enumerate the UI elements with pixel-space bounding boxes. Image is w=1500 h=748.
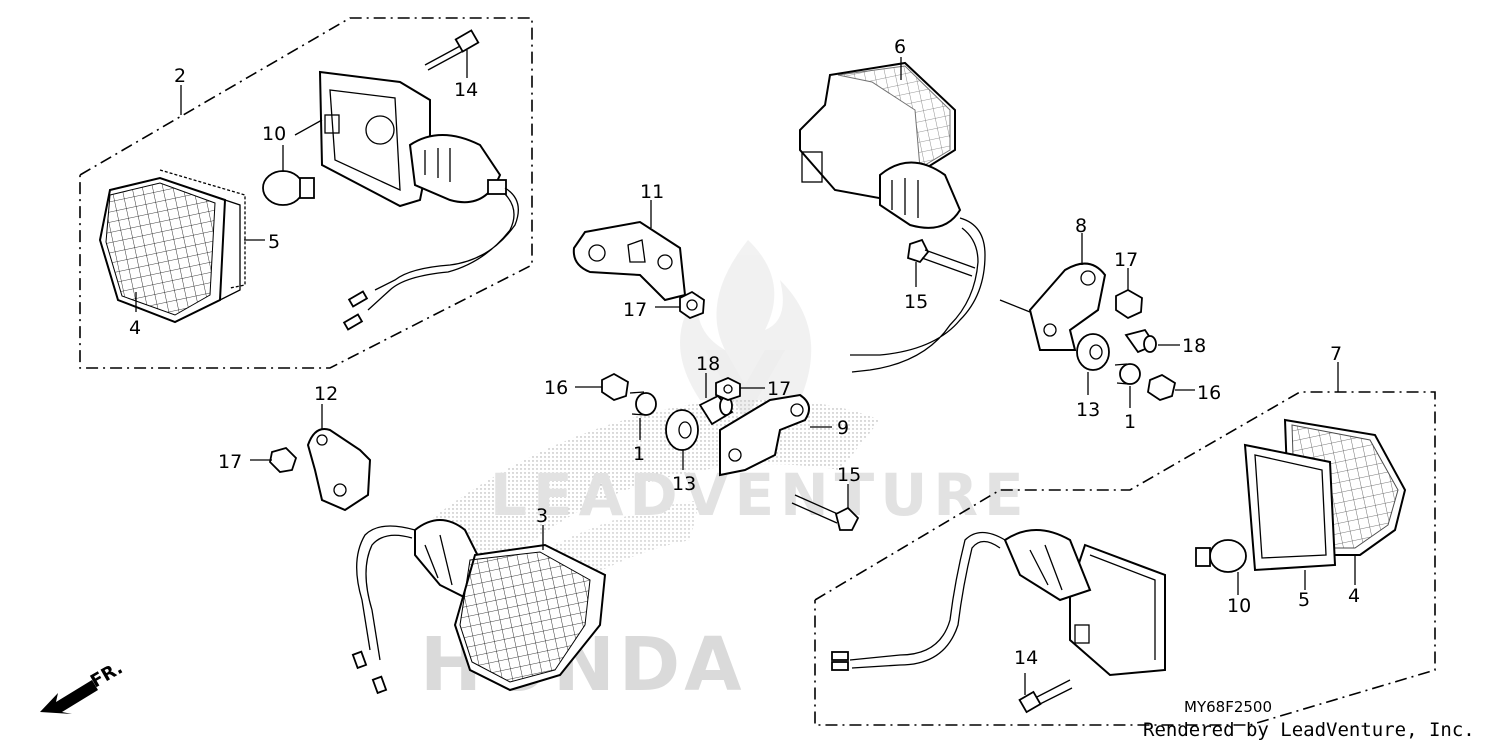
collar-18-a[interactable] <box>698 394 734 426</box>
callout-13-a: 13 <box>672 473 696 495</box>
callout-2: 2 <box>174 65 186 87</box>
callout-13-b: 13 <box>1076 399 1100 421</box>
nut-16-b[interactable] <box>1147 373 1177 401</box>
gasket-lower-right[interactable] <box>1243 443 1337 572</box>
lens-assembly-upper-left[interactable] <box>98 176 241 324</box>
callout-17-e: 17 <box>600 299 624 321</box>
collar-1-b[interactable] <box>1114 363 1141 385</box>
bracket-8[interactable] <box>999 262 1107 351</box>
screw-lower-right[interactable] <box>1018 679 1073 714</box>
callout-labels: 2 14 10 5 4 11 17 6 8 17 15 18 13 1 16 7… <box>129 36 1360 669</box>
nut-16-a[interactable] <box>601 372 629 401</box>
collar-18-b[interactable] <box>1124 328 1157 354</box>
callout-4-a: 4 <box>129 317 141 339</box>
housing-upper-left[interactable] <box>318 70 519 331</box>
callout-5-a: 5 <box>268 231 280 253</box>
gasket-upper-left <box>159 169 246 289</box>
bolt-15-upper[interactable] <box>907 238 976 277</box>
callout-10-b: 10 <box>1227 595 1251 617</box>
housing-lower-left[interactable] <box>351 519 607 695</box>
callout-11: 11 <box>640 181 664 203</box>
callout-18-b: 18 <box>1182 335 1206 357</box>
group-outline-2 <box>79 17 533 369</box>
callout-17-d: 17 <box>218 451 242 473</box>
callout-5-b: 5 <box>1298 589 1310 611</box>
callout-15-b: 15 <box>837 464 861 486</box>
bracket-11[interactable] <box>572 220 687 302</box>
callout-4-b: 4 <box>1348 585 1360 607</box>
group-outline-7 <box>814 391 1436 726</box>
callout-8: 8 <box>1075 215 1087 237</box>
front-arrow-icon: FR. <box>40 657 126 714</box>
callout-15-a: 15 <box>904 291 928 313</box>
callout-10-a: 10 <box>262 123 286 145</box>
callout-16-b: 16 <box>1197 382 1221 404</box>
bracket-12[interactable] <box>306 428 372 512</box>
nut-17-a[interactable] <box>679 290 705 320</box>
callout-1-a: 1 <box>633 443 645 465</box>
grommet-13-b[interactable] <box>1076 333 1110 371</box>
leadventure-flame-icon <box>680 240 812 420</box>
bulb-upper-left[interactable] <box>262 170 315 206</box>
grommet-13-a[interactable] <box>665 409 699 451</box>
callout-1-b: 1 <box>1124 411 1136 433</box>
screw-upper-left[interactable] <box>424 29 480 71</box>
leadventure-watermark: LEADVENTURE <box>490 461 1030 529</box>
housing-lower-right[interactable] <box>831 529 1166 677</box>
callout-17-c: 17 <box>767 378 791 400</box>
nut-17-b[interactable] <box>1115 288 1143 320</box>
callout-16-a: 16 <box>544 377 568 399</box>
callout-18-a: 18 <box>696 353 720 375</box>
bracket-9[interactable] <box>719 393 810 477</box>
housing-upper-right[interactable] <box>799 61 986 373</box>
callout-3: 3 <box>536 505 548 527</box>
render-credit: Rendered by LeadVenture, Inc. <box>1143 719 1475 741</box>
bolt-15-lower[interactable] <box>791 494 860 531</box>
nut-17-c[interactable] <box>715 377 741 401</box>
callout-14-b: 14 <box>1014 647 1038 669</box>
callout-17-a: 17 <box>623 299 647 321</box>
callout-6: 6 <box>894 36 906 58</box>
callout-9: 9 <box>837 417 849 439</box>
diagram-code: MY68F2500 <box>1184 698 1272 716</box>
collar-1-a[interactable] <box>629 391 657 416</box>
callout-7: 7 <box>1330 343 1342 365</box>
callout-17-b: 17 <box>1114 249 1138 271</box>
callout-14-a: 14 <box>454 79 478 101</box>
nut-17-d[interactable] <box>269 446 298 473</box>
callout-12: 12 <box>314 383 338 405</box>
bulb-lower-right[interactable] <box>1195 539 1247 573</box>
